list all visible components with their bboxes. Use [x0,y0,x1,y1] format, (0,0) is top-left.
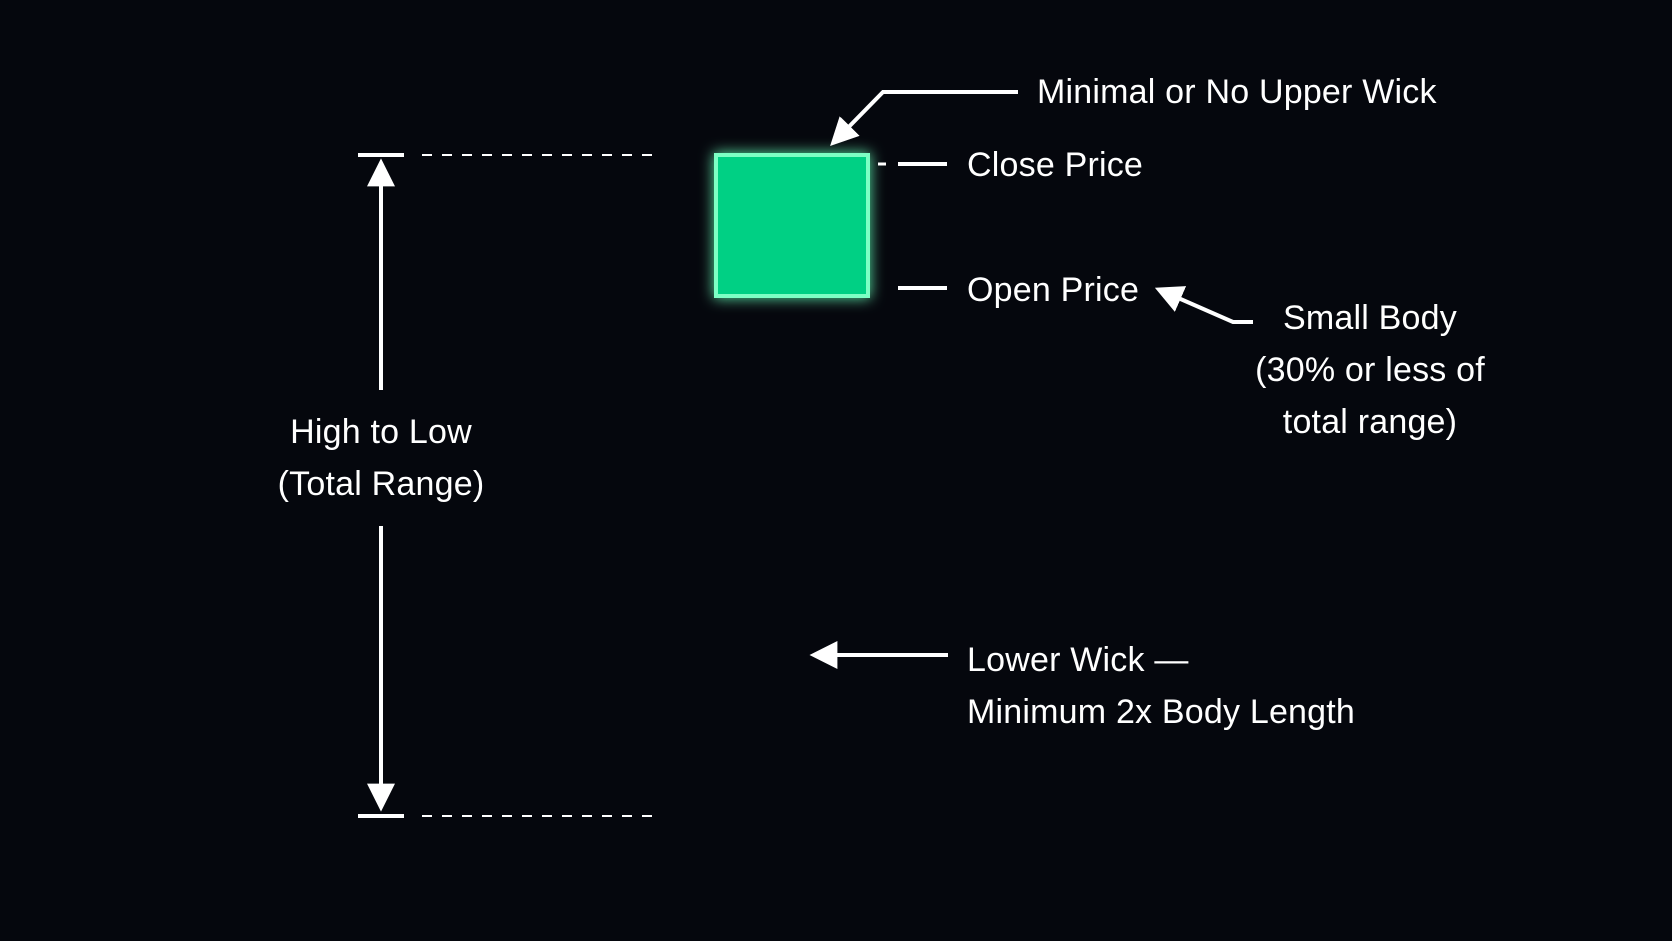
lower-wick-line-2: Minimum 2x Body Length [967,693,1356,731]
upper-wick-arrow [830,90,1018,146]
total-range-label: High to Low (Total Range) [256,406,506,510]
small-body-line-3: total range) [1282,403,1458,441]
small-body-line-1: Small Body [1283,299,1457,337]
lower-wick-line-1: Lower Wick — [967,641,1189,679]
small-body-label: Small Body (30% or less of total range) [1240,292,1500,448]
candle-body [714,153,870,298]
open-price-label: Open Price [967,271,1140,309]
lower-wick-label: Lower Wick — Minimum 2x Body Length [967,634,1355,738]
upper-wick-label: Minimal or No Upper Wick [1037,73,1437,111]
small-body-line-2: (30% or less of [1255,351,1485,389]
total-range-line-2: (Total Range) [277,465,485,503]
small-body-arrow [1154,286,1253,324]
close-price-label: Close Price [967,146,1144,184]
total-range-line-1: High to Low [290,413,472,451]
